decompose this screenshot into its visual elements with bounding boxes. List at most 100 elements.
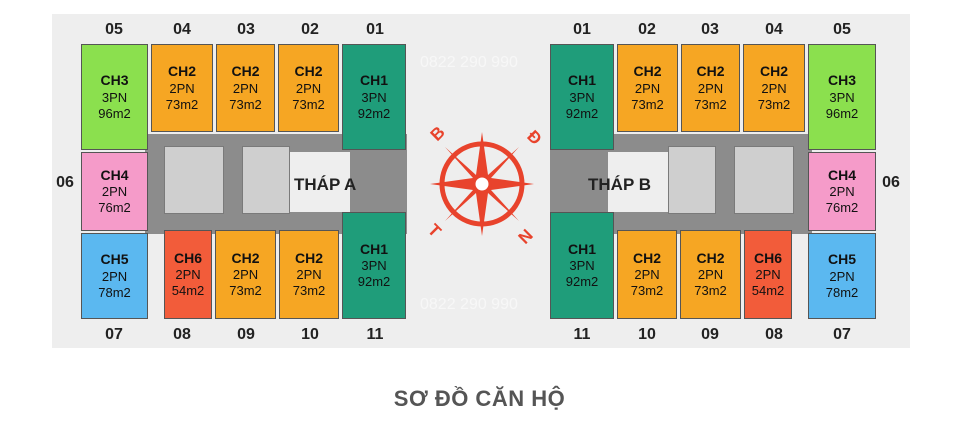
tower-b-number-bottom-07: 07 xyxy=(833,326,851,343)
unit-rooms: 2PN xyxy=(296,267,322,282)
unit-rooms: 2PN xyxy=(634,267,660,282)
tower-b-core-box-2 xyxy=(734,146,794,214)
unit-area: 73m2 xyxy=(165,96,199,112)
compass-rose-icon: B Đ T N xyxy=(424,124,542,244)
unit-rooms: 3PN xyxy=(101,89,128,105)
tower-b-opening xyxy=(608,152,668,212)
unit-code: CH2 xyxy=(633,63,662,79)
unit-rooms: 3PN xyxy=(361,258,387,273)
unit-area: 96m2 xyxy=(825,105,859,121)
unit-area: 92m2 xyxy=(565,105,599,121)
unit-rooms: 3PN xyxy=(569,89,595,105)
unit-rooms: 3PN xyxy=(829,89,855,105)
tower-b-unit-04[interactable]: CH2 2PN 73m2 xyxy=(743,44,805,132)
unit-area: 73m2 xyxy=(292,283,326,299)
unit-code: CH5 xyxy=(827,251,856,267)
compass-label-t: T xyxy=(424,220,445,241)
tower-b-number-bottom-08: 08 xyxy=(765,326,783,343)
unit-code: CH2 xyxy=(696,249,725,266)
tower-a-number-bottom-09: 09 xyxy=(237,326,255,343)
unit-code: CH2 xyxy=(759,63,788,79)
tower-a-core-box-1 xyxy=(164,146,224,214)
unit-code: CH3 xyxy=(827,72,856,88)
tower-a-opening xyxy=(290,152,350,212)
unit-code: CH3 xyxy=(100,72,129,88)
tower-b-number-bottom-10: 10 xyxy=(638,326,656,343)
tower-a-unit-01[interactable]: CH1 3PN 92m2 xyxy=(342,44,406,150)
tower-a-number-top-03: 03 xyxy=(237,21,255,38)
unit-code: CH2 xyxy=(632,249,661,266)
tower-a-number-bottom-07: 07 xyxy=(105,326,123,343)
tower-a-unit-11[interactable]: CH1 3PN 92m2 xyxy=(342,212,406,319)
tower-b-unit-02[interactable]: CH2 2PN 73m2 xyxy=(617,44,678,132)
unit-area: 92m2 xyxy=(357,105,391,121)
unit-code: CH2 xyxy=(231,63,260,79)
tower-b-number-bottom-11: 11 xyxy=(573,326,591,343)
tower-b-unit-07[interactable]: CH5 2PN 78m2 xyxy=(808,233,876,319)
tower-a-unit-09[interactable]: CH2 2PN 73m2 xyxy=(215,230,276,319)
unit-rooms: 2PN xyxy=(101,184,128,199)
tower-a-number-top-01: 01 xyxy=(366,21,384,38)
tower-a-unit-10[interactable]: CH2 2PN 73m2 xyxy=(279,230,339,319)
tower-a-unit-04[interactable]: CH2 2PN 73m2 xyxy=(151,44,213,132)
unit-area: 73m2 xyxy=(630,283,664,299)
unit-area: 73m2 xyxy=(757,96,791,112)
unit-code: CH1 xyxy=(359,240,388,257)
unit-area: 73m2 xyxy=(292,96,325,112)
compass-label-d: Đ xyxy=(523,127,542,149)
tower-a-number-top-05: 05 xyxy=(105,21,123,38)
compass-label-n: N xyxy=(515,226,537,244)
tower-b-unit-03[interactable]: CH2 2PN 73m2 xyxy=(681,44,740,132)
unit-rooms: 2PN xyxy=(169,80,195,96)
unit-rooms: 3PN xyxy=(361,89,387,105)
unit-area: 78m2 xyxy=(98,284,131,300)
tower-b-number-side-06: 06 xyxy=(882,174,900,191)
unit-code: CH1 xyxy=(567,240,596,257)
unit-rooms: 2PN xyxy=(295,80,322,96)
tower-a-unit-05[interactable]: CH3 3PN 96m2 xyxy=(81,44,148,150)
compass-center xyxy=(472,174,492,194)
tower-a-unit-02[interactable]: CH2 2PN 73m2 xyxy=(278,44,339,132)
unit-rooms: 2PN xyxy=(761,80,787,96)
unit-area: 92m2 xyxy=(357,274,391,290)
unit-area: 73m2 xyxy=(229,283,262,299)
unit-rooms: 2PN xyxy=(697,80,724,96)
tower-a-number-side-06: 06 xyxy=(56,174,74,191)
unit-rooms: 2PN xyxy=(829,184,855,199)
unit-code: CH2 xyxy=(294,63,323,79)
unit-rooms: 2PN xyxy=(101,268,128,284)
tower-a-number-bottom-08: 08 xyxy=(173,326,191,343)
unit-rooms: 2PN xyxy=(232,80,259,96)
unit-code: CH5 xyxy=(100,251,129,267)
tower-b-label: THÁP B xyxy=(588,175,651,194)
tower-b-number-top-02: 02 xyxy=(638,21,656,38)
watermark-bottom: 0822 290 990 xyxy=(420,296,518,313)
tower-b-unit-11[interactable]: CH1 3PN 92m2 xyxy=(550,212,614,319)
tower-b-unit-06[interactable]: CH4 2PN 76m2 xyxy=(808,152,876,231)
tower-a-unit-03[interactable]: CH2 2PN 73m2 xyxy=(216,44,275,132)
unit-rooms: 2PN xyxy=(697,267,724,282)
tower-b-unit-01[interactable]: CH1 3PN 92m2 xyxy=(550,44,614,150)
tower-b-unit-05[interactable]: CH3 3PN 96m2 xyxy=(808,44,876,150)
unit-area: 54m2 xyxy=(751,283,785,299)
tower-b-unit-08[interactable]: CH6 2PN 54m2 xyxy=(744,230,792,319)
unit-code: CH6 xyxy=(753,249,782,266)
unit-rooms: 2PN xyxy=(829,268,855,284)
tower-a-unit-08[interactable]: CH6 2PN 54m2 xyxy=(164,230,212,319)
tower-a-unit-06[interactable]: CH4 2PN 76m2 xyxy=(81,152,148,231)
tower-b-unit-10[interactable]: CH2 2PN 73m2 xyxy=(617,230,677,319)
unit-code: CH2 xyxy=(231,249,260,266)
tower-b-core-box-1 xyxy=(668,146,716,214)
unit-rooms: 3PN xyxy=(569,258,595,273)
tower-b-unit-09[interactable]: CH2 2PN 73m2 xyxy=(680,230,741,319)
unit-rooms: 2PN xyxy=(755,267,781,282)
tower-b-number-top-05: 05 xyxy=(833,21,851,38)
tower-a-unit-07[interactable]: CH5 2PN 78m2 xyxy=(81,233,148,319)
unit-rooms: 2PN xyxy=(232,267,259,282)
tower-a-core-box-2 xyxy=(242,146,290,214)
tower-a-number-top-04: 04 xyxy=(173,21,191,38)
tower-a-number-bottom-11: 11 xyxy=(366,326,384,343)
unit-area: 73m2 xyxy=(694,283,727,299)
unit-rooms: 2PN xyxy=(175,267,201,282)
tower-a-number-top-02: 02 xyxy=(301,21,319,38)
